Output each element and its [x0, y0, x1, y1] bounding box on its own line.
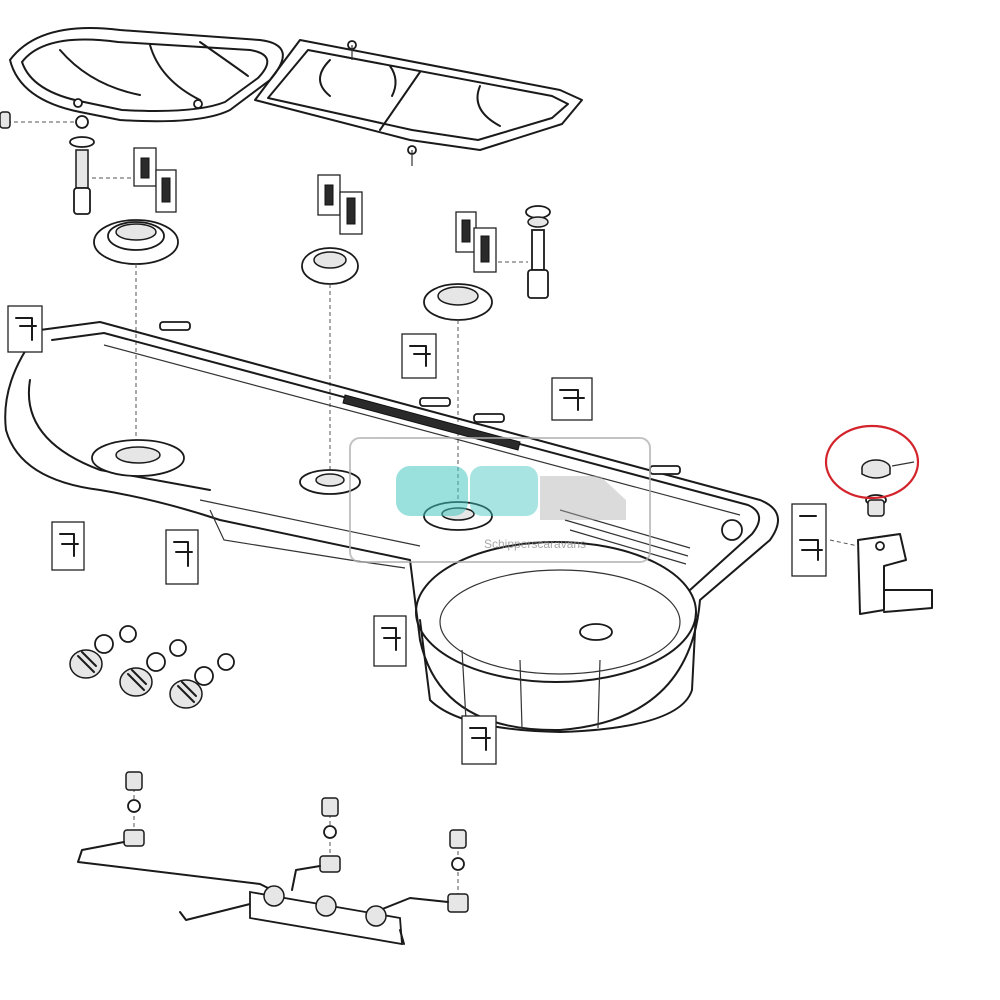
hob-sink-tray — [4, 321, 779, 733]
rubber-foot-part — [861, 459, 915, 517]
burner-assembly-middle — [301, 174, 363, 470]
hob-grate-right — [254, 39, 583, 166]
watermark: Schipperscaravans — [349, 437, 651, 563]
burner-assembly-right — [423, 205, 551, 500]
gas-pipework — [77, 771, 469, 946]
control-knobs — [69, 625, 235, 709]
highlight-circle — [824, 424, 920, 500]
hob-grate-left — [9, 27, 284, 123]
bracket-hinge-right — [829, 533, 933, 615]
bracket-clips — [7, 305, 827, 765]
burner-assembly-left — [0, 111, 179, 450]
watermark-text: Schipperscaravans — [484, 537, 586, 551]
